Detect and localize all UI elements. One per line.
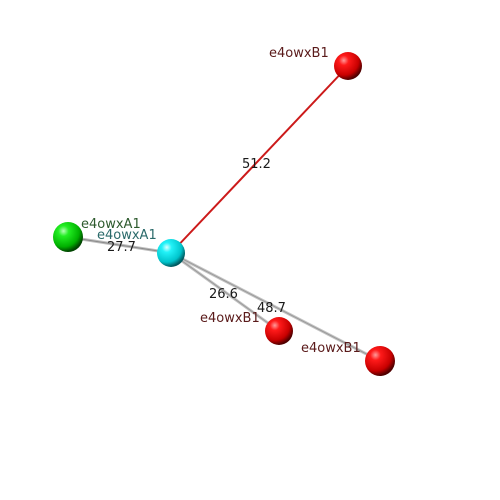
bond-to-red-top — [170, 65, 349, 254]
atom-label-red-right: e4owxB1 — [301, 341, 361, 356]
distance-labels: 51.2 27.7 26.6 48.7 — [107, 157, 286, 316]
atom-red-right[interactable] — [365, 346, 395, 376]
distance-label-green-left: 27.7 — [107, 240, 136, 255]
distance-label-red-right: 48.7 — [257, 301, 286, 316]
bonds — [67, 65, 381, 363]
atom-label-red-top: e4owxB1 — [269, 46, 329, 61]
bond-to-red-right-core — [170, 252, 381, 362]
atom-label-red-mid: e4owxB1 — [200, 311, 260, 326]
distance-label-red-top: 51.2 — [242, 157, 271, 172]
atom-label-cyan-center: e4owxA1 — [97, 228, 157, 243]
bond-to-green-left-core — [67, 236, 172, 254]
bond-to-red-mid-core — [170, 252, 280, 332]
atom-red-top[interactable] — [334, 52, 362, 80]
atom-label-green-left: e4owxA1 — [81, 217, 141, 232]
atoms — [53, 52, 395, 376]
atom-cyan-center[interactable] — [157, 239, 185, 267]
atom-red-mid[interactable] — [265, 317, 293, 345]
atom-labels: e4owxB1 e4owxA1 e4owxA1 e4owxB1 e4owxB1 — [81, 46, 361, 356]
atom-green-left[interactable] — [53, 222, 83, 252]
distance-label-red-mid: 26.6 — [209, 287, 238, 302]
